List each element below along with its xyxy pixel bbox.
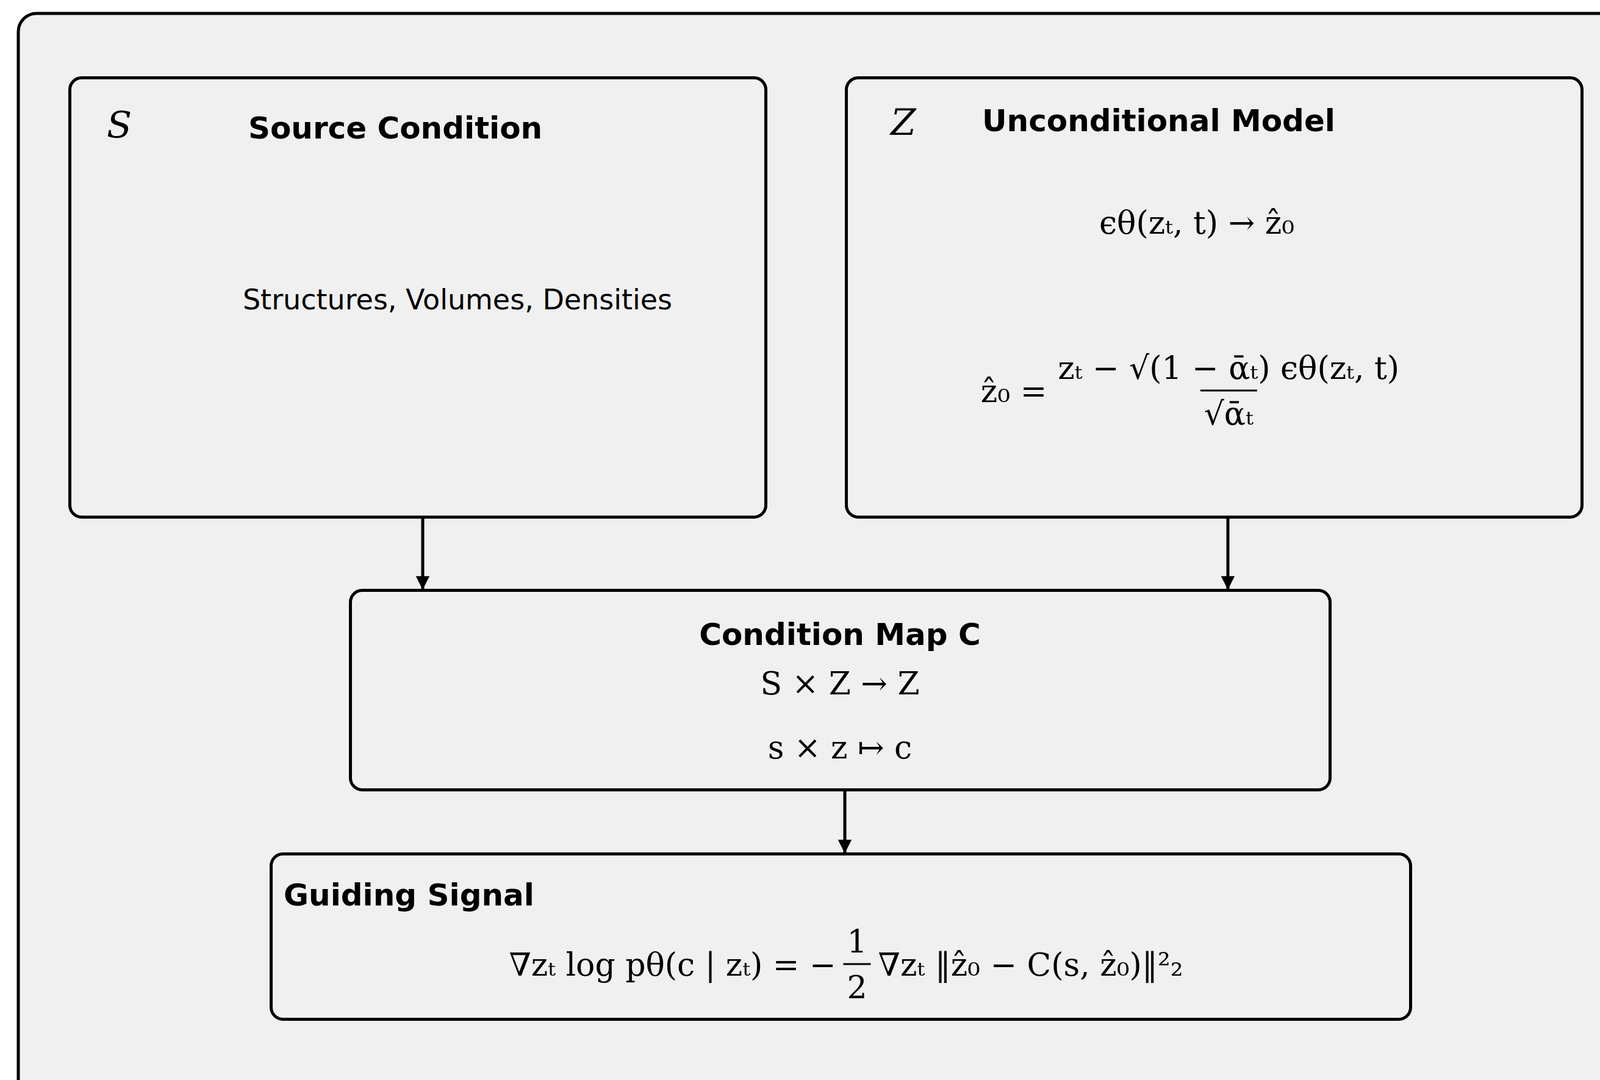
formula: ẑ₀ = [980, 372, 1047, 409]
box-heading: Condition Map C [699, 616, 981, 653]
formula: ∇zₜ ‖ẑ₀ − C(s, ẑ₀)‖²₂ [878, 945, 1184, 983]
text-part: S [106, 103, 132, 147]
text-group: s × z ↦ c [767, 728, 912, 766]
text-group: ẑ₀ =zₜ − √(1 − ᾱₜ) ϵθ(zₜ, t)√ᾱₜ [980, 349, 1411, 432]
fraction-numerator: 1 [843, 922, 872, 964]
text-part: Unconditional Model [982, 103, 1336, 139]
text-part: ϵθ(zₜ, t) → ẑ₀ [1099, 204, 1295, 241]
fraction-denominator: √ᾱₜ [1200, 389, 1258, 432]
outer-frame [18, 13, 1600, 1080]
condition-map-box: Condition Map C S × Z → Z s × z ↦ c [348, 588, 1332, 792]
text-group: S × Z → Z [760, 664, 920, 702]
text-part: S × Z → Z [760, 664, 920, 702]
arrow-connector [843, 791, 847, 853]
text-part: Source Condition [248, 110, 543, 146]
text-group: Guiding Signal [283, 877, 535, 913]
text-group: Condition Map C [699, 616, 981, 653]
formula: ∇zₜ log pθ(c | zₜ) = − [508, 945, 836, 983]
text-part: ∇zₜ log pθ(c | zₜ) = − [508, 945, 836, 983]
text-group: ϵθ(zₜ, t) → ẑ₀ [1099, 204, 1295, 241]
guiding-signal-box: Guiding Signal ∇zₜ log pθ(c | zₜ) = −12∇z… [269, 852, 1413, 1021]
fraction: zₜ − √(1 − ᾱₜ) ϵθ(zₜ, t)√ᾱₜ [1054, 349, 1403, 432]
text-part: Structures, Volumes, Densities [237, 281, 678, 319]
text-part: Guiding Signal [283, 877, 535, 913]
box-heading: Source Condition [248, 110, 543, 146]
unconditional-model-box: Z Unconditional Model ϵθ(zₜ, t) → ẑ₀ ẑ₀ =zₜ… [844, 76, 1584, 519]
set-symbol: Z [890, 100, 917, 144]
formula: s × z ↦ c [767, 728, 912, 766]
source-condition-box: S Source ConditionStructures, Volumes, De… [68, 76, 768, 519]
box-heading: Guiding Signal [283, 877, 535, 913]
arrow-connector [1226, 518, 1230, 589]
text-group: Source Condition [248, 110, 543, 146]
text-group: Structures, Volumes, Densities [237, 281, 678, 319]
fraction: 12 [843, 922, 872, 1006]
fraction-denominator: 2 [843, 963, 872, 1006]
text-group: Z [890, 100, 917, 144]
text-part: Condition Map C [699, 616, 981, 653]
box-heading: Unconditional Model [982, 103, 1336, 139]
text-group: S [106, 103, 132, 147]
arrow-connector [421, 518, 425, 589]
text-part: ∇zₜ ‖ẑ₀ − C(s, ẑ₀)‖²₂ [878, 945, 1184, 983]
text-group: Unconditional Model [982, 103, 1336, 139]
set-symbol: S [106, 103, 132, 147]
box-text: Structures, Volumes, Densities [237, 281, 678, 319]
text-part: s × z ↦ c [767, 728, 912, 766]
text-group: ∇zₜ log pθ(c | zₜ) = −12∇zₜ ‖ẑ₀ − C(s, ẑ… [508, 922, 1183, 1006]
text-part: Z [890, 100, 917, 144]
fraction-numerator: zₜ − √(1 − ᾱₜ) ϵθ(zₜ, t) [1054, 349, 1403, 390]
text-part: ẑ₀ = [980, 372, 1047, 409]
formula: ϵθ(zₜ, t) → ẑ₀ [1099, 204, 1295, 241]
formula: S × Z → Z [760, 664, 920, 702]
